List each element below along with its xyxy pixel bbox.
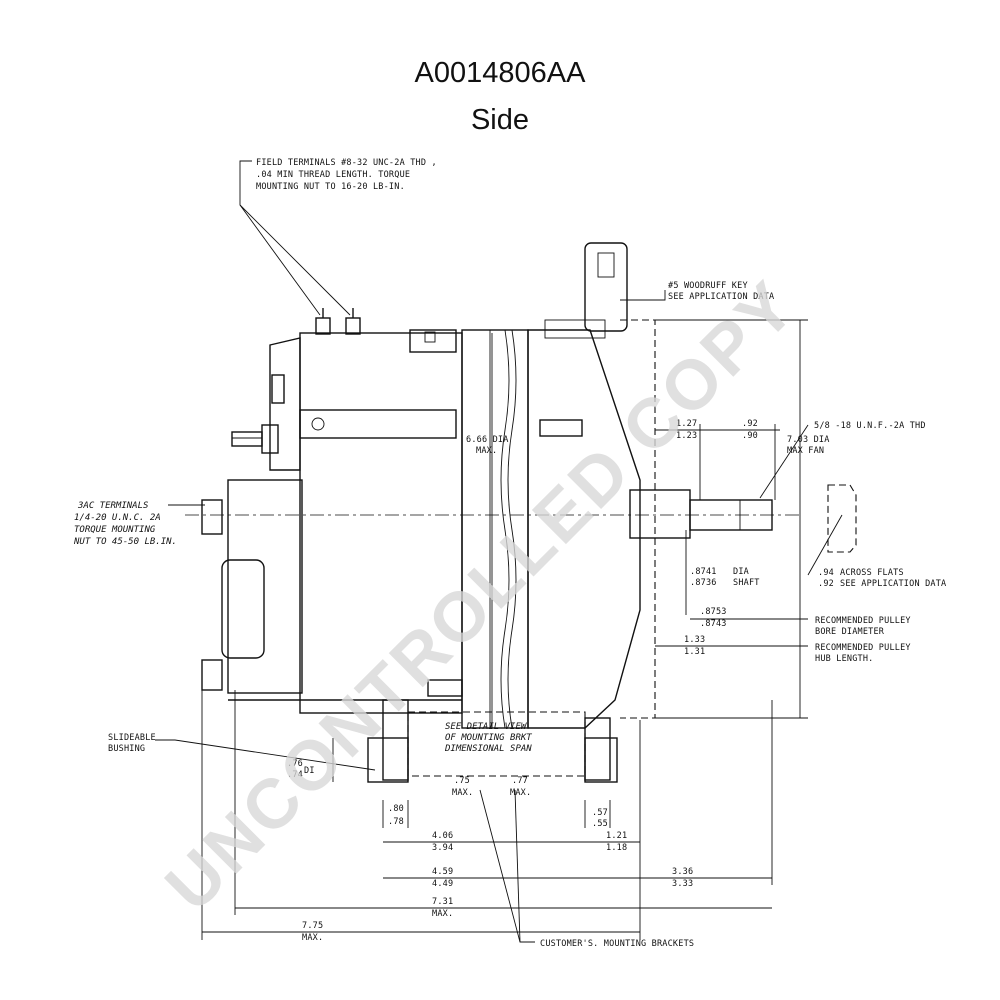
dim-77-value: .77 xyxy=(512,776,528,786)
dim-57-lower: .55 xyxy=(592,819,608,829)
slideable-bushing-line-1: SLIDEABLE xyxy=(108,733,156,743)
annotations: FIELD TERMINALS #8-32 UNC-2A THD , .04 M… xyxy=(73,158,946,949)
pulley-hub-text-1: RECOMMENDED PULLEY xyxy=(815,643,911,653)
pulley-bore-lower: .8743 xyxy=(700,619,727,629)
regulator xyxy=(269,337,301,471)
dim-80-lower: .78 xyxy=(388,817,404,827)
dim-75-max: MAX. xyxy=(452,788,473,798)
body-dia-line-1: 6.66 DIA xyxy=(466,435,509,445)
fan-outline xyxy=(620,319,656,719)
dim-77-max: MAX. xyxy=(510,788,531,798)
pulley-hub-text-2: HUB LENGTH. xyxy=(815,654,874,664)
pulley-bore-text-2: BORE DIAMETER xyxy=(815,627,885,637)
fan-dia-line-1: 7.03 DIA xyxy=(787,435,830,445)
dim-775-max: MAX. xyxy=(302,933,323,943)
mounting-ear xyxy=(584,242,628,332)
drawing-title: A0014806AA xyxy=(414,57,586,89)
field-terminals-line-2: .04 MIN THREAD LENGTH. TORQUE xyxy=(256,170,410,180)
dim-57-upper: .57 xyxy=(592,808,608,818)
dim-406-lower: 3.94 xyxy=(432,843,453,853)
woodruff-line-2: SEE APPLICATION DATA xyxy=(668,292,774,302)
across-flats-text-1: ACROSS FLATS xyxy=(840,568,904,578)
dim-92-upper: .92 xyxy=(742,419,758,429)
alternator-body xyxy=(185,242,857,783)
detail-view-line-3: DIMENSIONAL SPAN xyxy=(444,744,532,754)
mounting-foot-front xyxy=(584,717,611,781)
thread-spec: 5/8 -18 U.N.F.-2A THD xyxy=(814,421,926,431)
pulley-bore-text-1: RECOMMENDED PULLEY xyxy=(815,616,911,626)
dim-76-lower: .74 xyxy=(287,770,303,780)
woodruff-line-1: #5 WOODRUFF KEY xyxy=(668,281,748,291)
terminal-block xyxy=(409,329,457,353)
dim-336-lower: 3.33 xyxy=(672,879,693,889)
shaft-hub xyxy=(629,489,691,539)
across-flats-lower: .92 xyxy=(818,579,834,589)
detail-view-line-1: SEE DETAIL VIEW xyxy=(445,722,528,732)
dim-75-value: .75 xyxy=(454,776,470,786)
across-flats-upper: .94 xyxy=(818,568,834,578)
drawing-subtitle: Side xyxy=(470,104,530,136)
fan-dia-line-2: MAX FAN xyxy=(787,446,824,456)
dim-di-suffix: DI xyxy=(304,766,315,776)
ac-terminal-nut xyxy=(201,499,223,535)
dim-406-upper: 4.06 xyxy=(432,831,453,841)
pulley-bore-upper: .8753 xyxy=(700,607,727,617)
across-flats-text-2: SEE APPLICATION DATA xyxy=(840,579,946,589)
ac-terminals-line-1: 3AC TERMINALS xyxy=(77,501,149,511)
field-terminal-1 xyxy=(315,317,331,335)
dim-459-upper: 4.59 xyxy=(432,867,453,877)
dim-92-lower: .90 xyxy=(742,431,758,441)
shaft-dia-upper: .8741 xyxy=(690,567,717,577)
dim-121-upper: 1.21 xyxy=(606,831,627,841)
dim-121-lower: 1.18 xyxy=(606,843,627,853)
shaft-dia-text-2: SHAFT xyxy=(733,578,760,588)
shaft-nut xyxy=(827,484,857,553)
dim-336-upper: 3.36 xyxy=(672,867,693,877)
dim-80-upper: .80 xyxy=(388,804,404,814)
dim-127-lower: 1.23 xyxy=(676,431,697,441)
dim-76-upper: .76 xyxy=(287,759,303,769)
ac-terminals-line-4: NUT TO 45-50 LB.IN. xyxy=(73,537,177,547)
field-terminal-2 xyxy=(345,317,361,335)
field-terminals-line-3: MOUNTING NUT TO 16-20 LB-IN. xyxy=(256,182,405,192)
ac-terminals-line-3: TORQUE MOUNTING xyxy=(74,525,156,535)
shaft-dia-lower: .8736 xyxy=(690,578,717,588)
dim-731-value: 7.31 xyxy=(432,897,453,907)
ac-terminals-line-2: 1/4-20 U.N.C. 2A xyxy=(74,513,161,523)
rear-cover xyxy=(227,479,303,694)
pulley-hub-lower: 1.31 xyxy=(684,647,705,657)
field-terminals-line-1: FIELD TERMINALS #8-32 UNC-2A THD , xyxy=(256,158,437,168)
slideable-bushing-line-2: BUSHING xyxy=(108,744,145,754)
dim-459-lower: 4.49 xyxy=(432,879,453,889)
pulley-hub-upper: 1.33 xyxy=(684,635,705,645)
front-housing xyxy=(527,329,641,729)
detail-view-line-2: OF MOUNTING BRKT xyxy=(445,733,532,743)
body-dia-line-2: MAX. xyxy=(476,446,497,456)
detail-box xyxy=(407,711,586,777)
dim-731-max: MAX. xyxy=(432,909,453,919)
dim-775-value: 7.75 xyxy=(302,921,323,931)
dimension-lines xyxy=(155,160,843,943)
strap xyxy=(299,409,457,439)
dim-127-upper: 1.27 xyxy=(676,419,697,429)
shaft-dia-text-1: DIA xyxy=(733,567,749,577)
watermark: UNCONTROLLED COPY xyxy=(150,265,810,925)
customers-brackets-label: CUSTOMER'S. MOUNTING BRACKETS xyxy=(540,939,694,949)
